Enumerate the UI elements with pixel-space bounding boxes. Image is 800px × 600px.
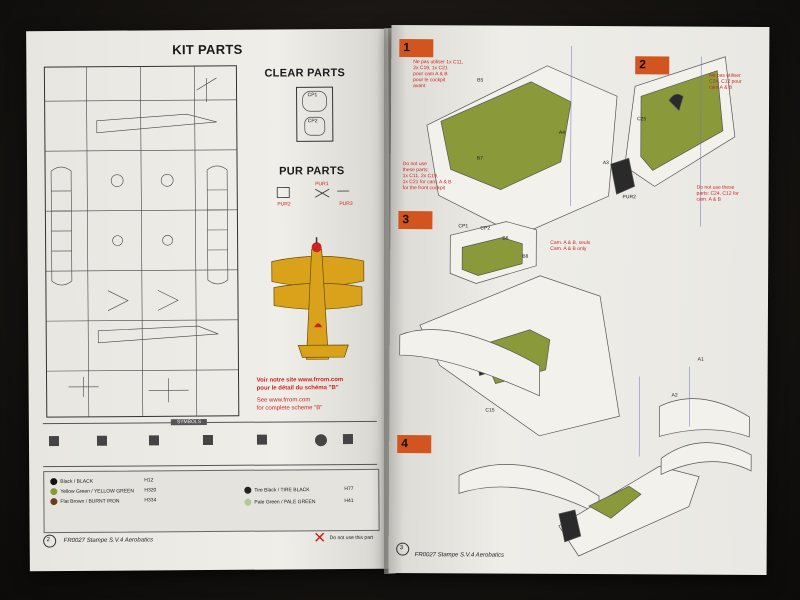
paint-row: Yellow Green / YELLOW GREEN — [50, 488, 134, 496]
clear-part-label: CP2 — [307, 118, 318, 125]
kit-parts-title: KIT PARTS — [172, 41, 243, 58]
symbols-legend: SYMBOLS — [42, 419, 378, 468]
paint-row: Flat Brown / BURNT IRON — [50, 498, 120, 506]
left-page-number: 2 — [46, 537, 51, 544]
part-label: A4 — [558, 129, 566, 136]
symbols-heading: SYMBOLS — [170, 419, 208, 426]
paint-reference-table: Black / BLACK H12 Yellow Green / YELLOW … — [43, 468, 380, 534]
pur-parts-title: PUR PARTS — [279, 165, 345, 178]
paint-code: H12 — [144, 477, 154, 484]
web-note-en-2: for complete scheme "B" — [256, 405, 323, 412]
part-label: B8 — [522, 253, 529, 260]
part-label: A2 — [671, 392, 678, 399]
part-label: B6 — [502, 235, 509, 242]
step-4-flag: 4 — [397, 435, 432, 454]
left-instruction-page: KIT PARTS CLEAR PARTS CP1 CP2 PUR PARTS … — [26, 28, 392, 572]
part-label: C25 — [636, 116, 647, 123]
step-2-flag: 2 — [635, 56, 670, 75]
pur-part-label: PUR3 — [339, 200, 353, 208]
biplane-color-scheme — [271, 237, 365, 360]
right-page-number: 3 — [399, 545, 404, 552]
paint-code: H334 — [144, 497, 157, 504]
step-1-flag: 1 — [399, 39, 434, 58]
part-label: A1 — [697, 356, 704, 363]
part-label: B5 — [477, 77, 484, 84]
pur-part-label: PUR2 — [277, 201, 291, 208]
sprue-diagram — [43, 65, 365, 548]
paint-row: Tire Black / TIRE BLACK — [244, 486, 310, 494]
pur-part-label: PUR1 — [315, 181, 329, 188]
paint-code: H320 — [144, 487, 157, 494]
left-footer-title: FR0027 Stampe S.V.4 Aerobatics — [63, 537, 154, 545]
clear-part-label: CP1 — [307, 92, 318, 99]
paint-code: H41 — [344, 497, 354, 505]
do-not-use-legend: Do not use this part — [329, 534, 374, 542]
right-footer-title: FR0027 Stampe S.V.4 Aerobatics — [414, 552, 505, 559]
clear-parts-title: CLEAR PARTS — [264, 67, 346, 80]
part-label: A3 — [602, 160, 609, 167]
symbol-icons — [48, 433, 354, 447]
web-note-fr-2: pour le détail du schéma "B" — [256, 385, 339, 392]
part-label: B7 — [476, 155, 483, 162]
web-note-fr-1: Voir notre site www.frrom.com — [256, 377, 344, 384]
part-label: CP2 — [480, 225, 491, 232]
paint-code: H77 — [344, 485, 354, 493]
assembly-diagrams — [396, 45, 752, 557]
step-3-flag: 3 — [398, 211, 433, 230]
web-note-en-1: See www.frrom.com — [256, 397, 311, 404]
paint-row: Black / BLACK — [50, 478, 93, 486]
paint-row: Pale Green / PALE GREEN — [244, 498, 315, 506]
part-label: PUR2 — [622, 194, 636, 201]
part-label: CP1 — [458, 223, 469, 230]
part-label: C15 — [485, 407, 495, 414]
